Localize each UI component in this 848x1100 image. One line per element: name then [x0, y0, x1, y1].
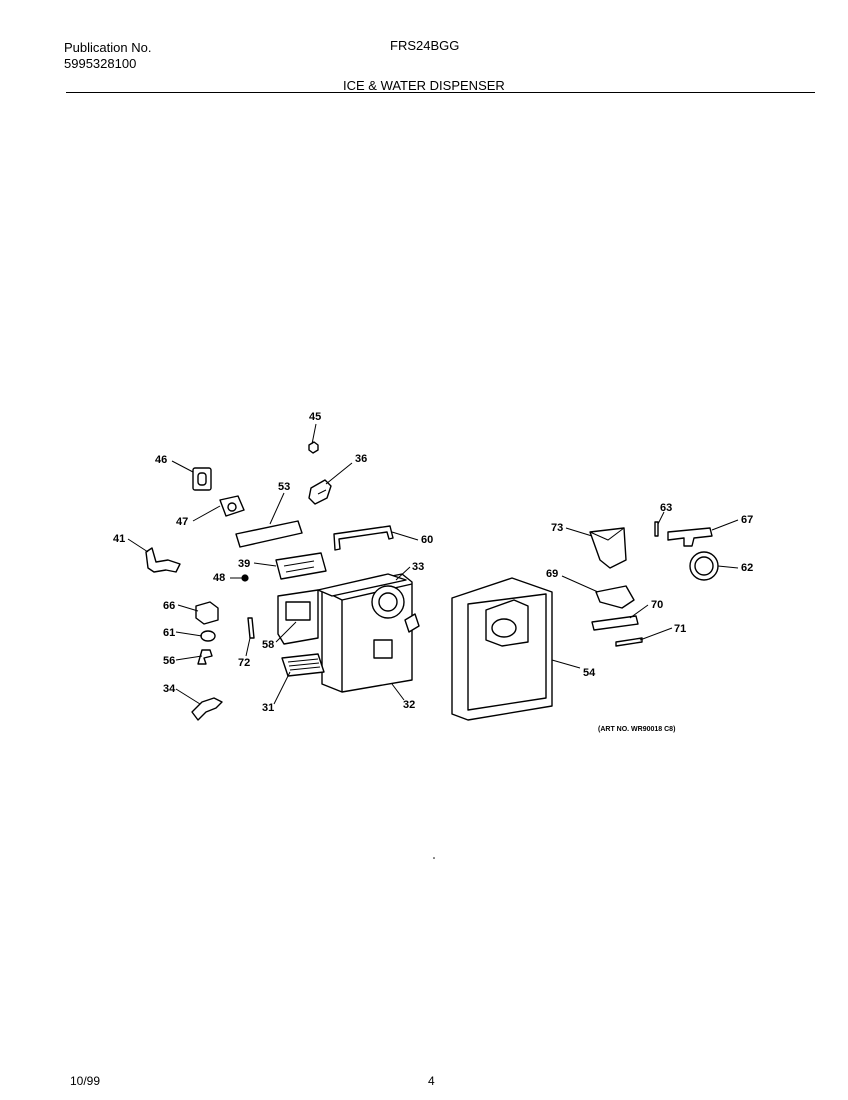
part-53-cover-plate [235, 520, 303, 548]
callout-54: 54 [583, 667, 596, 679]
part-39-circuit-board [275, 552, 327, 580]
callout-62: 62 [741, 562, 753, 574]
part-31-grille [281, 653, 325, 677]
callout-53: 53 [278, 481, 290, 493]
part-70-arm [591, 615, 639, 631]
part-45-screw [308, 441, 319, 454]
callout-56: 56 [163, 655, 175, 667]
part-58-motor [277, 589, 319, 645]
callout-60: 60 [421, 534, 433, 546]
callout-41: 41 [113, 533, 125, 545]
callout-36: 36 [355, 453, 367, 465]
scan-dot [433, 857, 435, 859]
callout-48: 48 [213, 572, 225, 584]
part-67-bracket [667, 527, 713, 547]
part-54-dispenser-door [451, 577, 553, 721]
callout-45: 45 [309, 411, 321, 423]
callout-46: 46 [155, 454, 167, 466]
callout-70: 70 [651, 599, 663, 611]
callout-73: 73 [551, 522, 563, 534]
callout-71: 71 [674, 623, 686, 635]
part-73-chute [589, 527, 627, 569]
model-number: FRS24BGG [390, 38, 460, 53]
footer-page-number: 4 [428, 1074, 435, 1088]
part-47-bracket [219, 495, 245, 517]
publication-number: 5995328100 [64, 56, 137, 71]
publication-label: Publication No. [64, 40, 152, 55]
part-48-clip [241, 574, 249, 582]
callout-66: 66 [163, 600, 175, 612]
part-61-grommet [200, 630, 216, 642]
part-36-actuator [308, 479, 332, 505]
part-62-ring [689, 551, 719, 581]
callout-72: 72 [238, 657, 250, 669]
part-63-screw [654, 521, 659, 537]
callout-39: 39 [238, 558, 250, 570]
part-69-flap [595, 585, 635, 609]
callout-33: 33 [412, 561, 424, 573]
callout-31: 31 [262, 702, 274, 714]
art-number: (ART NO. WR90018 C8) [598, 726, 676, 733]
callout-63: 63 [660, 502, 672, 514]
part-56-spring [197, 649, 213, 665]
header-rule [66, 92, 815, 93]
callout-58: 58 [262, 639, 274, 651]
callout-34: 34 [163, 683, 176, 695]
part-41-lever [145, 547, 181, 573]
leader-lines [127, 423, 739, 705]
section-title: ICE & WATER DISPENSER [343, 78, 505, 93]
part-66-block [195, 601, 219, 625]
callout-32: 32 [403, 699, 415, 711]
callout-47: 47 [176, 516, 188, 528]
part-71-rod [615, 637, 643, 647]
part-46-switch [192, 467, 212, 491]
part-33-frame [317, 573, 407, 597]
footer-date: 10/99 [70, 1074, 101, 1088]
callout-61: 61 [163, 627, 175, 639]
callout-labels: 45 46 36 53 47 60 41 39 48 33 66 61 58 5… [113, 411, 753, 714]
callout-69: 69 [546, 568, 558, 580]
part-72-pin [247, 617, 255, 639]
callout-67: 67 [741, 514, 753, 526]
part-34-tube [191, 697, 223, 721]
part-60-handle [333, 525, 394, 551]
